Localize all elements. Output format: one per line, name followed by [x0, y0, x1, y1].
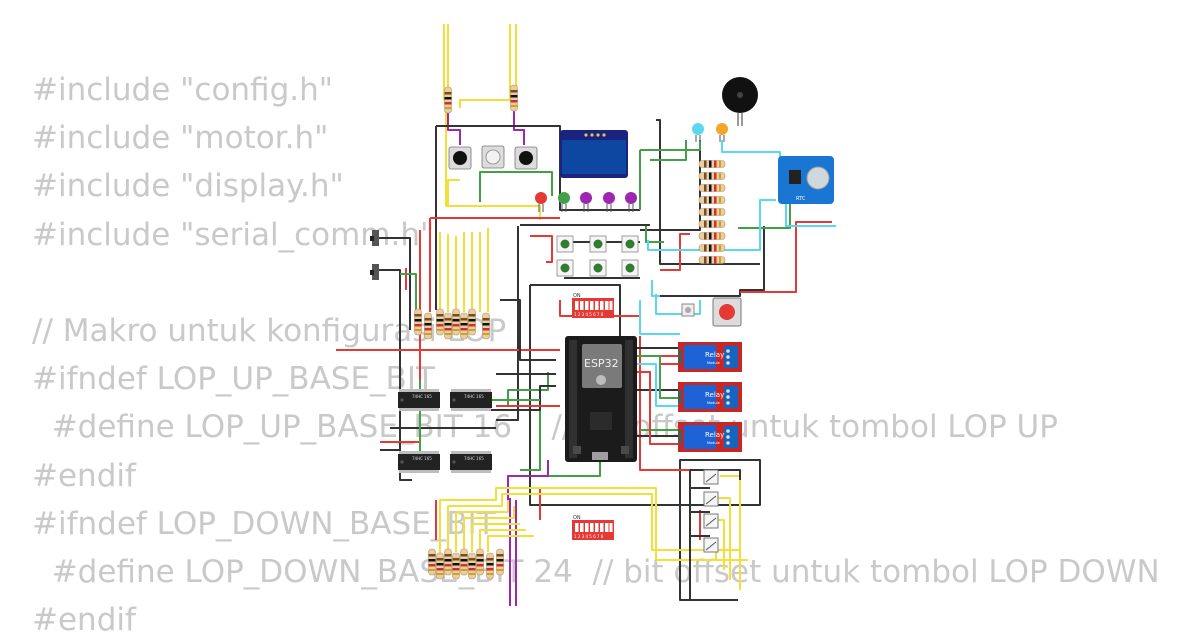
circuit-diagram[interactable]: RTC ON 1 2 3 4 5 6 7 8 ESP32 — [0, 0, 1200, 630]
relay-label: Relay — [705, 431, 724, 439]
red-push-button — [712, 297, 742, 327]
led-cyan — [692, 123, 704, 142]
esp32-board: ESP32 — [565, 336, 637, 462]
dip-switch-top: ON 1 2 3 4 5 6 7 8 — [572, 293, 614, 318]
code-line: #include "motor.h" — [32, 120, 329, 157]
limit-switch — [703, 537, 719, 553]
shift-register: 74HC 165 — [398, 389, 440, 411]
code-background: #include "config.h" #include "motor.h" #… — [32, 66, 1160, 644]
slide-switch — [370, 230, 379, 246]
led-purple — [625, 192, 637, 212]
shift-register: 74HC 165 — [398, 451, 440, 473]
dip-switch-bottom: ON 1 2 3 4 5 6 7 8 — [572, 515, 614, 540]
push-button — [448, 146, 472, 170]
limit-switch — [703, 491, 719, 507]
relay-module: Relay Module — [678, 382, 742, 412]
limit-switch — [703, 469, 719, 485]
button-grid — [556, 235, 639, 277]
chip-label: 74HC 165 — [412, 456, 432, 461]
resistor-array-middle — [414, 308, 490, 340]
rtc-module: RTC — [778, 156, 834, 204]
resistor — [510, 84, 518, 112]
relay-label: Relay — [705, 391, 724, 399]
code-line: #include "serial_comm.h" — [32, 216, 435, 253]
dip-on-label: ON — [573, 515, 581, 521]
chip-label: 74HC 165 — [464, 394, 484, 399]
oled-display — [560, 130, 628, 178]
esp32-label: ESP32 — [584, 357, 619, 370]
resistor-array-bottom — [428, 548, 504, 580]
relay-module: Relay Module — [678, 422, 742, 452]
led-purple — [603, 192, 615, 212]
push-button — [481, 145, 505, 169]
dip-number-label: 1 2 3 4 5 6 7 8 — [574, 534, 604, 539]
led-orange — [716, 123, 728, 142]
led-red — [535, 192, 547, 212]
slide-switch — [370, 264, 379, 280]
chip-label: 74HC 165 — [464, 456, 484, 461]
dip-on-label: ON — [573, 293, 581, 299]
relay-sublabel: Module — [707, 361, 720, 365]
shift-register: 74HC 165 — [450, 451, 492, 473]
relay-sublabel: Module — [707, 441, 720, 445]
code-line: // Makro untuk konfigurasi LOP — [32, 312, 507, 349]
relay-label: Relay — [705, 351, 724, 359]
dip-number-label: 1 2 3 4 5 6 7 8 — [574, 312, 604, 317]
code-line: #endif — [32, 457, 136, 494]
chip-label: 74HC 165 — [412, 394, 432, 399]
limit-switch — [703, 513, 719, 529]
resistor — [444, 86, 452, 114]
resistor-array-right — [698, 160, 726, 264]
code-line: #include "display.h" — [32, 168, 344, 205]
code-line: #include "config.h" — [32, 72, 334, 108]
small-switch — [681, 303, 695, 317]
code-line: #ifndef LOP_UP_BASE_BIT — [32, 361, 435, 398]
relay-sublabel: Module — [707, 401, 720, 405]
push-button — [514, 146, 538, 170]
relay-module: Relay Module — [678, 342, 742, 372]
shift-register: 74HC 165 — [450, 389, 492, 411]
led-green — [558, 192, 570, 212]
buzzer — [722, 77, 758, 126]
led-purple — [580, 192, 592, 212]
rtc-label: RTC — [796, 196, 806, 202]
